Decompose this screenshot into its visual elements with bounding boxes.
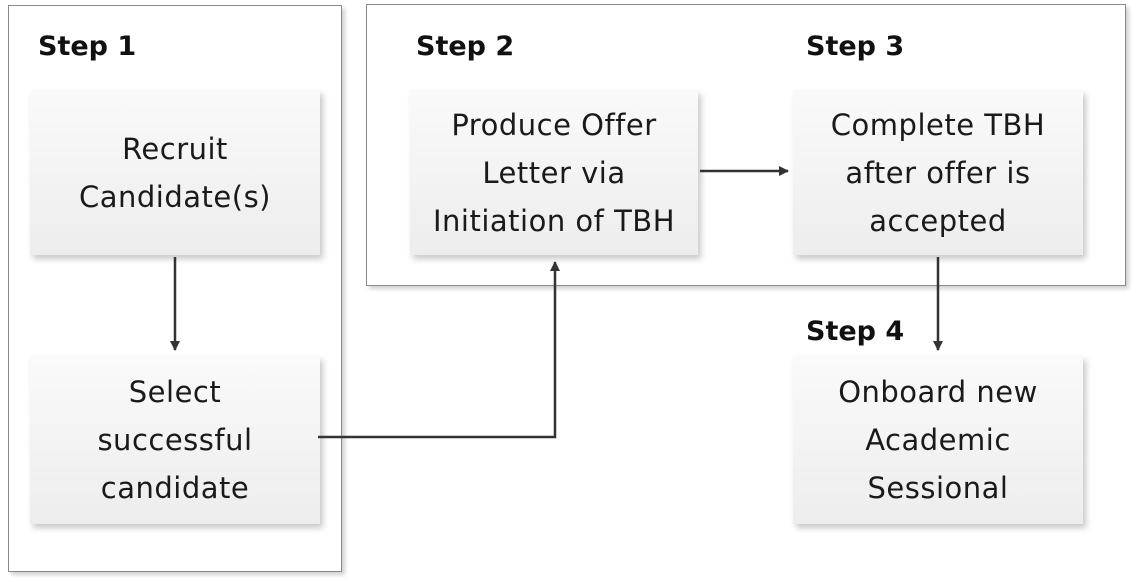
complete-tbh-node: Complete TBH after offer is accepted [793,90,1083,255]
step1-label: Step 1 [38,31,137,62]
complete-tbh-text: Complete TBH after offer is accepted [830,107,1046,238]
step2-label: Step 2 [416,31,515,62]
onboard-sessional-text: Onboard new Academic Sessional [838,375,1038,505]
step3-label: Step 3 [806,31,905,62]
recruit-candidates-text: Recruit Candidate(s) [79,131,271,214]
recruit-candidates-node: Recruit Candidate(s) [30,90,320,255]
step4-label: Step 4 [806,316,905,347]
onboard-sessional-node: Onboard new Academic Sessional [793,356,1083,524]
select-candidate-node: Select successful candidate [30,356,320,524]
arrow-select-to-offer [318,261,560,439]
select-candidate-text: Select successful candidate [97,375,253,505]
produce-offer-letter-text: Produce Offer Letter via Initiation of T… [432,107,676,238]
produce-offer-letter-node: Produce Offer Letter via Initiation of T… [410,90,698,255]
